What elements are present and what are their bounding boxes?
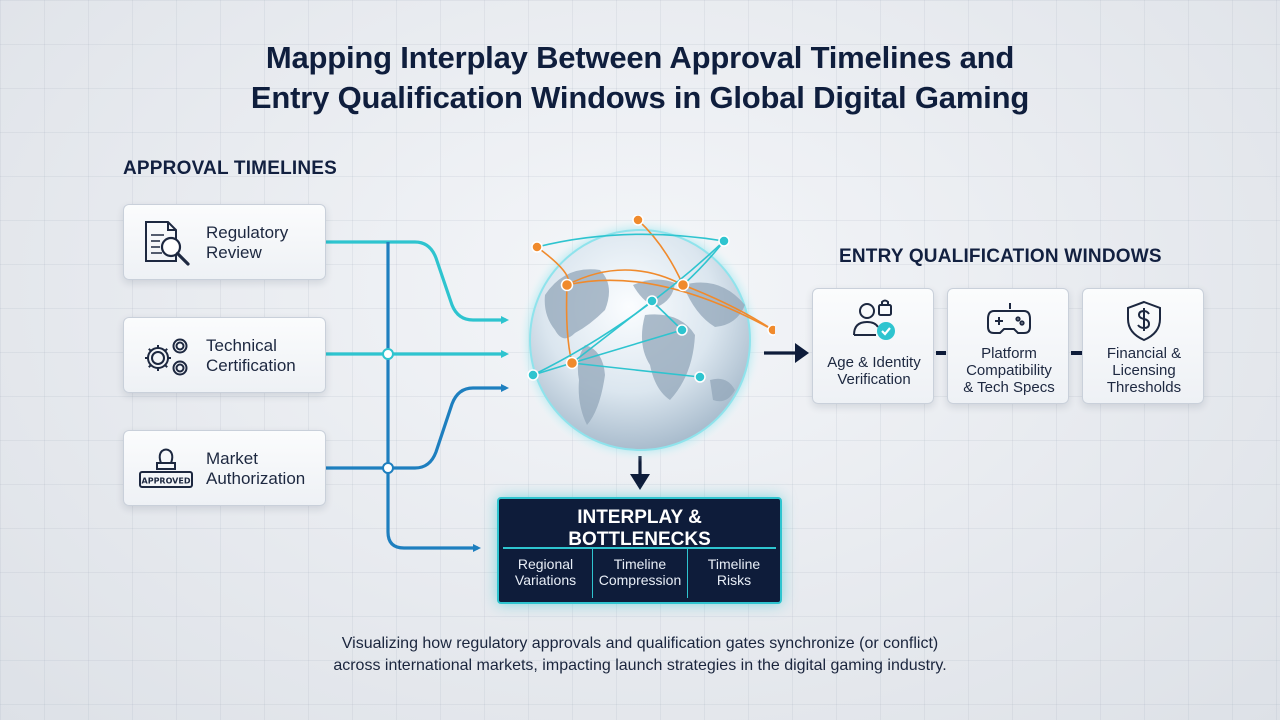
technical-certification-card: Technical Certification: [123, 317, 326, 393]
entry-qualification-heading: ENTRY QUALIFICATION WINDOWS: [839, 246, 1162, 267]
technical-certification-label: Technical Certification: [206, 336, 296, 375]
dollar-shield-icon: [1127, 300, 1161, 342]
stamp-text: APPROVED: [142, 477, 191, 486]
interplay-arrowhead: [630, 474, 650, 490]
caption: Visualizing how regulatory approvals and…: [333, 635, 947, 674]
regulatory-review-card: Regulatory Review: [123, 204, 326, 280]
age-identity-label: Age & Identity Verification: [827, 354, 921, 388]
interplay-divider: [503, 547, 776, 549]
globe-network: [518, 215, 775, 462]
junction-dot: [382, 462, 394, 474]
trunk-connector: [386, 242, 481, 552]
gears-icon: [145, 338, 188, 376]
market-authorization-label: Market Authorization: [206, 449, 306, 488]
user-lock-check-icon: [853, 299, 895, 340]
timeline-compression-cell: Timeline Compression: [592, 548, 688, 598]
approval-timelines-heading: APPROVAL TIMELINES: [123, 158, 338, 179]
junction-dot: [382, 348, 394, 360]
market-connector: [326, 384, 509, 470]
gamepad-icon: [987, 303, 1031, 334]
regulatory-review-label: Regulatory Review: [206, 223, 289, 262]
title-line-2: Entry Qualification Windows in Global Di…: [250, 80, 1030, 115]
interplay-heading: INTERPLAY & BOTTLENECKS: [568, 507, 711, 550]
globe-sphere: [529, 229, 751, 451]
magnifier-document-icon: [145, 221, 190, 266]
regional-variations-cell: Regional Variations: [514, 556, 577, 588]
interplay-bottlenecks-box: INTERPLAY & BOTTLENECKS Regional Variati…: [497, 497, 782, 604]
entry-arrowhead: [795, 343, 809, 363]
timeline-risks-cell: Timeline Risks: [707, 556, 761, 588]
financial-licensing-label: Financial & Licensing Thresholds: [1106, 345, 1182, 396]
platform-compatibility-card: Platform Compatibility & Tech Specs: [947, 288, 1069, 404]
regulatory-connector: [326, 240, 509, 324]
platform-compatibility-label: Platform Compatibility & Tech Specs: [963, 345, 1055, 396]
age-identity-card: Age & Identity Verification: [812, 288, 934, 404]
financial-licensing-card: Financial & Licensing Thresholds: [1082, 288, 1204, 404]
approved-stamp-icon: APPROVED: [139, 448, 193, 488]
market-authorization-card: APPROVED Market Authorization: [123, 430, 326, 506]
page-title: Mapping Interplay Between Approval Timel…: [0, 38, 1280, 118]
network-nodes: [527, 215, 775, 383]
title-line-1: Mapping Interplay Between Approval Timel…: [265, 40, 1015, 75]
